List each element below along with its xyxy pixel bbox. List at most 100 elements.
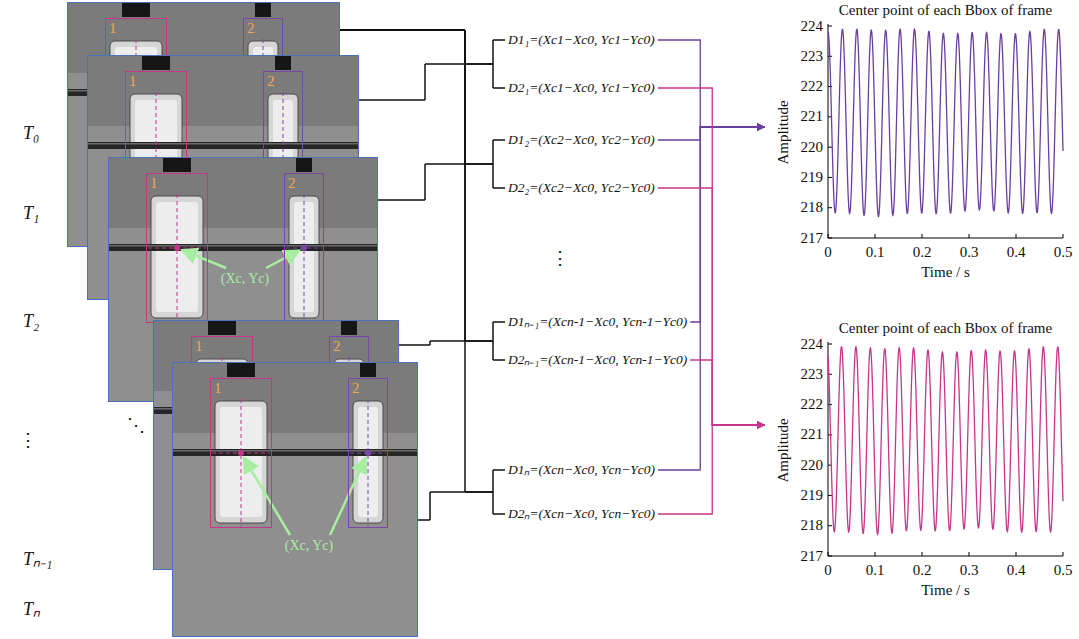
center-dot [365,450,371,456]
axis-tick [828,238,832,239]
tick-label: 222 [801,78,824,95]
line-chart [828,24,1063,238]
clamp-fixture [142,56,170,70]
line-chart [828,342,1063,556]
bbox-number: 1 [214,380,222,396]
photo-background [173,363,417,636]
tick-label: 0.2 [913,562,932,579]
clamp-fixture [255,3,271,17]
connector [399,341,505,360]
tick-label: 221 [801,426,824,443]
axis-tick [828,86,832,87]
displacement-equation: D2₂=(Xc2−Xc0, Yc2−Yc0) [505,179,658,197]
equation-text: D1₂=(Xc2−Xc0, Yc2−Yc0) [508,131,655,149]
connector [340,30,505,88]
clamp-fixture [296,158,312,172]
bbox-number: 2 [333,338,341,354]
shaft-highlight [109,245,377,247]
tick-label: 0 [824,244,832,261]
displacement-equation: D2₁=(Xc1−Xc0, Yc1−Yc0) [505,79,658,97]
connector [690,127,765,322]
tick-label: 0.1 [866,562,885,579]
center-line [241,399,242,526]
axis-tick [828,147,832,148]
connector [340,30,505,164]
connector [690,360,765,425]
axis-tick [922,552,923,556]
equation-text: D2₁=(Xc1−Xc0, Yc1−Yc0) [508,79,655,97]
photo-shadow [88,56,358,126]
axis-tick [875,552,876,556]
tick-label: 224 [801,336,824,353]
axis-title: Time / s [921,582,970,599]
tick-label: 0.3 [960,244,979,261]
connector [418,492,505,520]
equation-text: D2₂=(Xc2−Xc0, Yc2−Yc0) [508,179,655,197]
displacement-equation: D1ₙ₋₁=(Xcn-1−Xc0, Ycn-1−Yc0) [505,313,690,331]
chart-panel: Center point of each Bbox of frame [765,318,1077,618]
bbox-number: 1 [195,338,203,354]
center-dot [238,450,244,456]
connector [658,40,765,127]
tick-label: 224 [801,18,824,35]
chart-title: Center point of each Bbox of frame [839,2,1052,19]
connector [658,188,765,425]
shaft [109,244,377,251]
axis-tick [828,177,832,178]
bbox-number: 2 [352,380,360,396]
axis-tick [1063,234,1064,238]
bounding-box: 1 [146,173,208,323]
continuation-dots: ⋮ [551,248,569,268]
tick-label: 0.1 [866,244,885,261]
center-dot [174,245,180,251]
bbox-number: 1 [129,73,137,89]
axis-title: Amplitude [774,418,791,482]
video-frame: 12Tₙ [172,362,418,637]
connector [399,322,505,345]
connector [658,127,765,470]
clamp-fixture [341,321,357,335]
displacement-equation: D1₁=(Xc1−Xc0, Yc1−Yc0) [505,31,658,49]
connector [418,470,505,520]
axis-tick [969,552,970,556]
connector [359,64,505,100]
continuation-dots: ⋱ [127,415,145,435]
bbox-number: 2 [247,20,255,36]
displacement-equation: D1₂=(Xc2−Xc0, Yc2−Yc0) [505,131,658,149]
displacement-equation: D2ₙ₋₁=(Xcn-1−Xc0, Ycn-1−Yc0) [505,351,690,369]
axis-tick [922,234,923,238]
pointer-arrow [266,250,300,268]
tick-label: 217 [801,230,824,247]
pointer-arrow [182,250,226,268]
center-dot [301,245,307,251]
bbox-number: 2 [267,73,275,89]
x-axis [828,556,1063,557]
frame-time-label: Tₙ₋₁ [23,549,52,569]
center-line [177,194,178,321]
displacement-equation: D2ₙ=(Xcn−Xc0, Ycn−Yc0) [505,505,658,523]
connector [658,127,765,140]
axis-title: Amplitude [774,100,791,164]
chart-title: Center point of each Bbox of frame [839,320,1052,337]
axis-tick [828,495,832,496]
tick-label: 0.3 [960,562,979,579]
connector [340,30,505,64]
bounding-box: 2 [348,378,388,528]
chart-panel: Center point of each Bbox of frame [765,0,1077,292]
equation-text: D1₁=(Xc1−Xc0, Yc1−Yc0) [508,31,655,49]
bounding-box: 2 [284,173,324,323]
equation-text: D1ₙ=(Xcn−Xc0, Ycn−Yc0) [508,461,655,479]
tick-label: 0.4 [1007,562,1026,579]
tick-label: 0.4 [1007,244,1026,261]
signal-curve [828,29,1063,216]
tick-label: 217 [801,548,824,565]
axis-tick [828,344,832,345]
connector [378,164,505,200]
tick-label: 0.5 [1054,562,1073,579]
bounding-box: 1 [210,378,272,528]
frame-time-label: Tₙ [23,599,40,619]
tick-label: 220 [801,457,824,474]
tick-label: 223 [801,48,824,65]
axis-tick [1063,552,1064,556]
axis-tick [1016,552,1017,556]
